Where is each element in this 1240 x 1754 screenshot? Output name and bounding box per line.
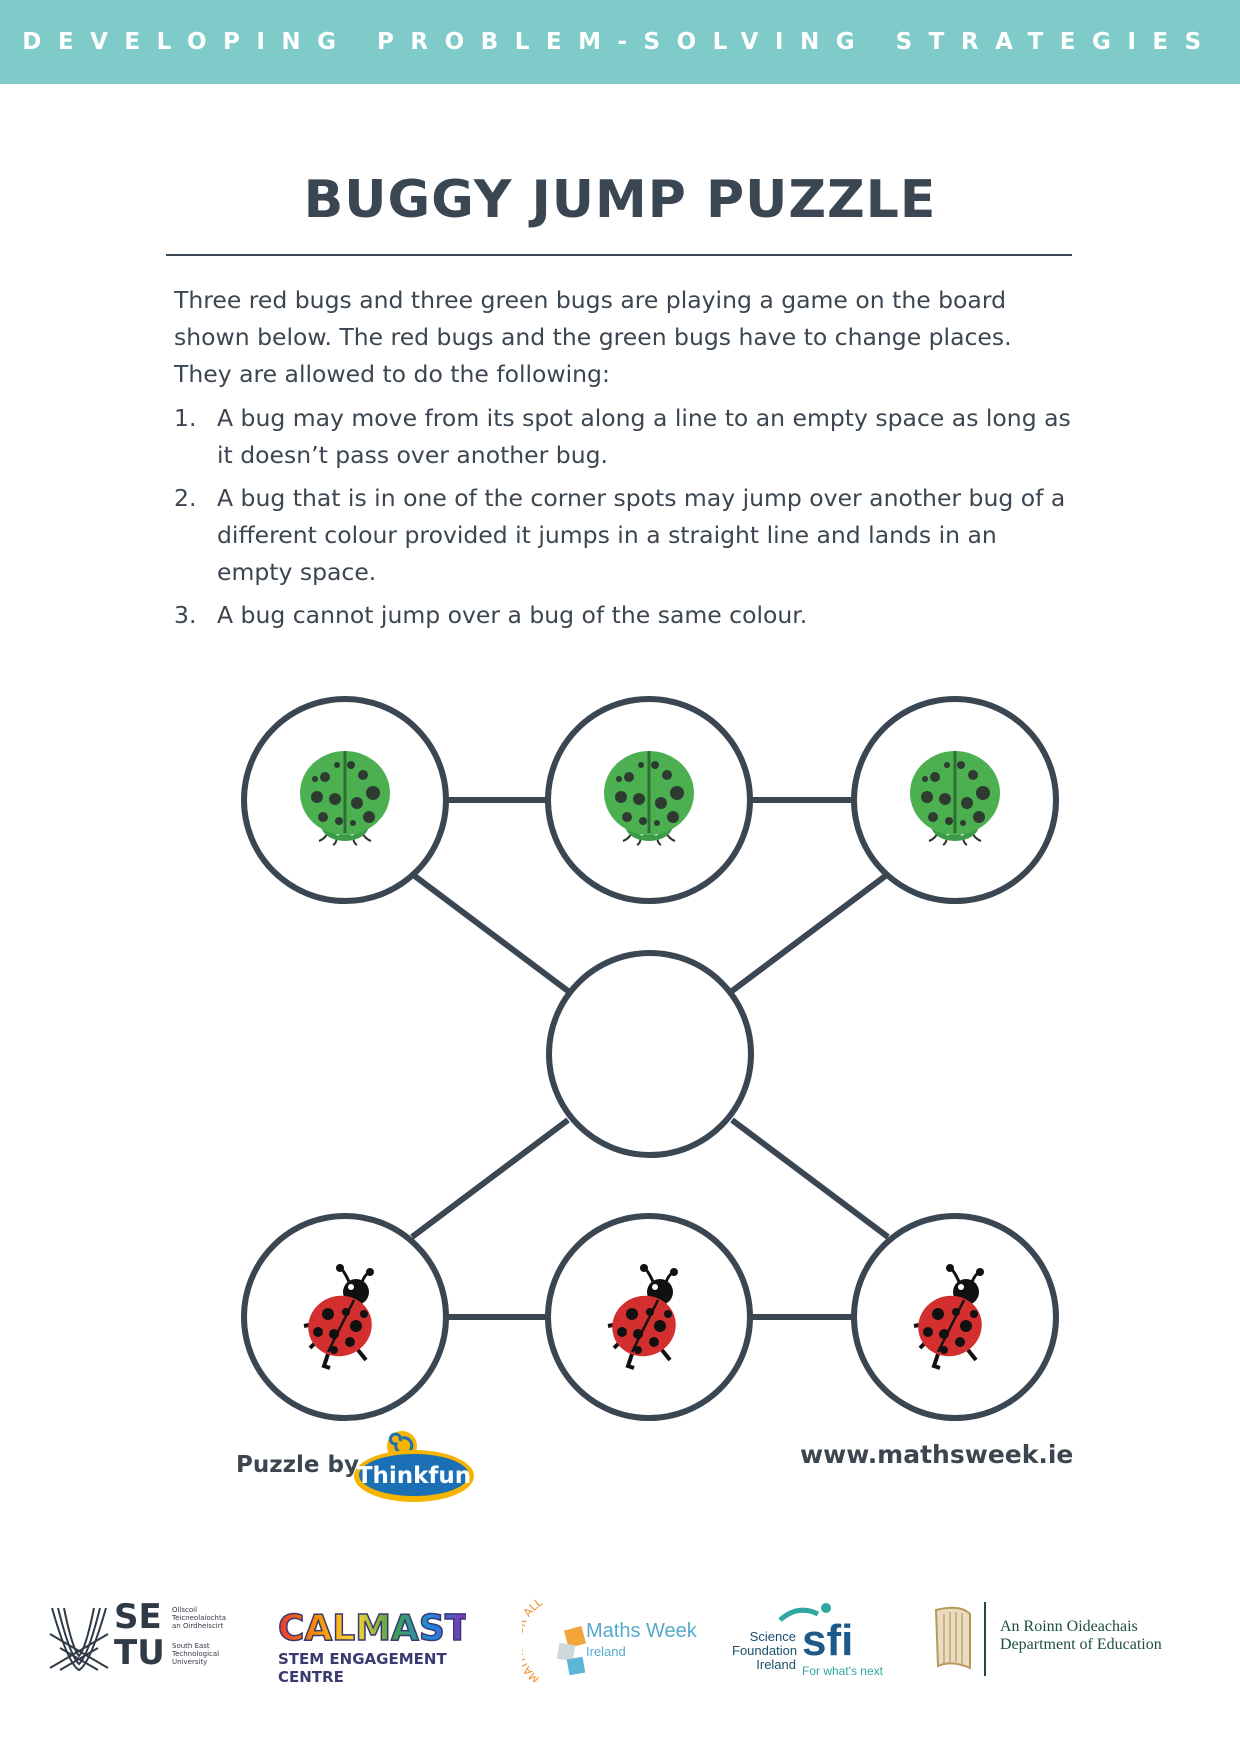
doe-english-name: Department of Education [1000,1636,1162,1653]
setu-english-name: South East Technological University [172,1642,220,1666]
board-spot-center[interactable] [546,950,754,1158]
rule-item: 3. A bug cannot jump over a bug of the sa… [174,597,1074,634]
page-title: BUGGY JUMP PUZZLE [303,170,937,230]
setu-logo: SE TU Ollscoil Teicneolaíochta an Oirdhe… [48,1600,226,1674]
board-spot-bottom-middle[interactable] [545,1213,753,1421]
sfi-full-name: Science Foundation Ireland [732,1629,798,1672]
calmast-subtitle: STEM ENGAGEMENT CENTRE [278,1650,447,1686]
maths-week-ireland: Ireland [586,1644,626,1659]
board-spot-top-left[interactable] [241,696,449,904]
calmast-name: CALMAST [278,1608,466,1648]
rule-text: A bug may move from its spot along a lin… [217,404,1071,469]
thinkfun-logo-text: Thinkfun [357,1463,471,1489]
rule-text: A bug cannot jump over a bug of the same… [217,601,808,629]
rule-text: A bug that is in one of the corner spots… [217,484,1066,586]
board-spot-top-middle[interactable] [545,696,753,904]
setu-irish-name: Ollscoil Teicneolaíochta an Oirdheiscirt [172,1606,226,1630]
maths-week-logo: MATHS FOR ALL Maths Week Ireland [522,1592,702,1682]
setu-se: SE [114,1597,162,1637]
banner-text: DEVELOPING PROBLEM-SOLVING STRATEGIES [22,29,1218,55]
rule-number: 1. [174,404,197,432]
sfi-tagline: For what's next [802,1664,883,1678]
calmast-logo: CALMAST STEM ENGAGEMENT CENTRE [276,1604,466,1686]
maths-for-all-arc: MATHS FOR ALL [522,1595,546,1682]
title-divider [166,254,1072,256]
intro-paragraph: Three red bugs and three green bugs are … [174,286,1012,388]
rule-number: 2. [174,484,197,512]
rules-list: 1. A bug may move from its spot along a l… [174,400,1074,640]
setu-emblem-icon [49,1607,109,1672]
board-spot-bottom-right[interactable] [851,1213,1059,1421]
puzzle-credit-label: Puzzle by [236,1452,359,1478]
sfi-swoosh-icon [778,1603,831,1622]
board-connector-lines [410,797,890,1320]
sfi-letters: sfi [802,1616,854,1665]
setu-tu: TU [114,1633,165,1673]
board-spot-top-right[interactable] [851,696,1059,904]
rule-number: 3. [174,601,197,629]
sfi-logo: Science Foundation Ireland sfi For what'… [732,1598,902,1678]
board-spot-bottom-left[interactable] [241,1213,449,1421]
rule-item: 1. A bug may move from its spot along a l… [174,400,1074,474]
doe-irish-name: An Roinn Oideachais [1000,1618,1138,1635]
header-banner: DEVELOPING PROBLEM-SOLVING STRATEGIES [0,0,1240,84]
maths-week-emblem-icon: MATHS FOR ALL [522,1595,587,1682]
department-of-education-logo: An Roinn Oideachais Department of Educat… [930,1598,1180,1680]
thinkfun-logo: Thinkfun [354,1431,474,1502]
harp-icon [934,1606,971,1670]
rule-item: 2. A bug that is in one of the corner spo… [174,480,1074,591]
maths-week-name: Maths Week [586,1620,697,1642]
doe-divider [984,1602,986,1676]
website-link[interactable]: www.mathsweek.ie [800,1440,1074,1469]
